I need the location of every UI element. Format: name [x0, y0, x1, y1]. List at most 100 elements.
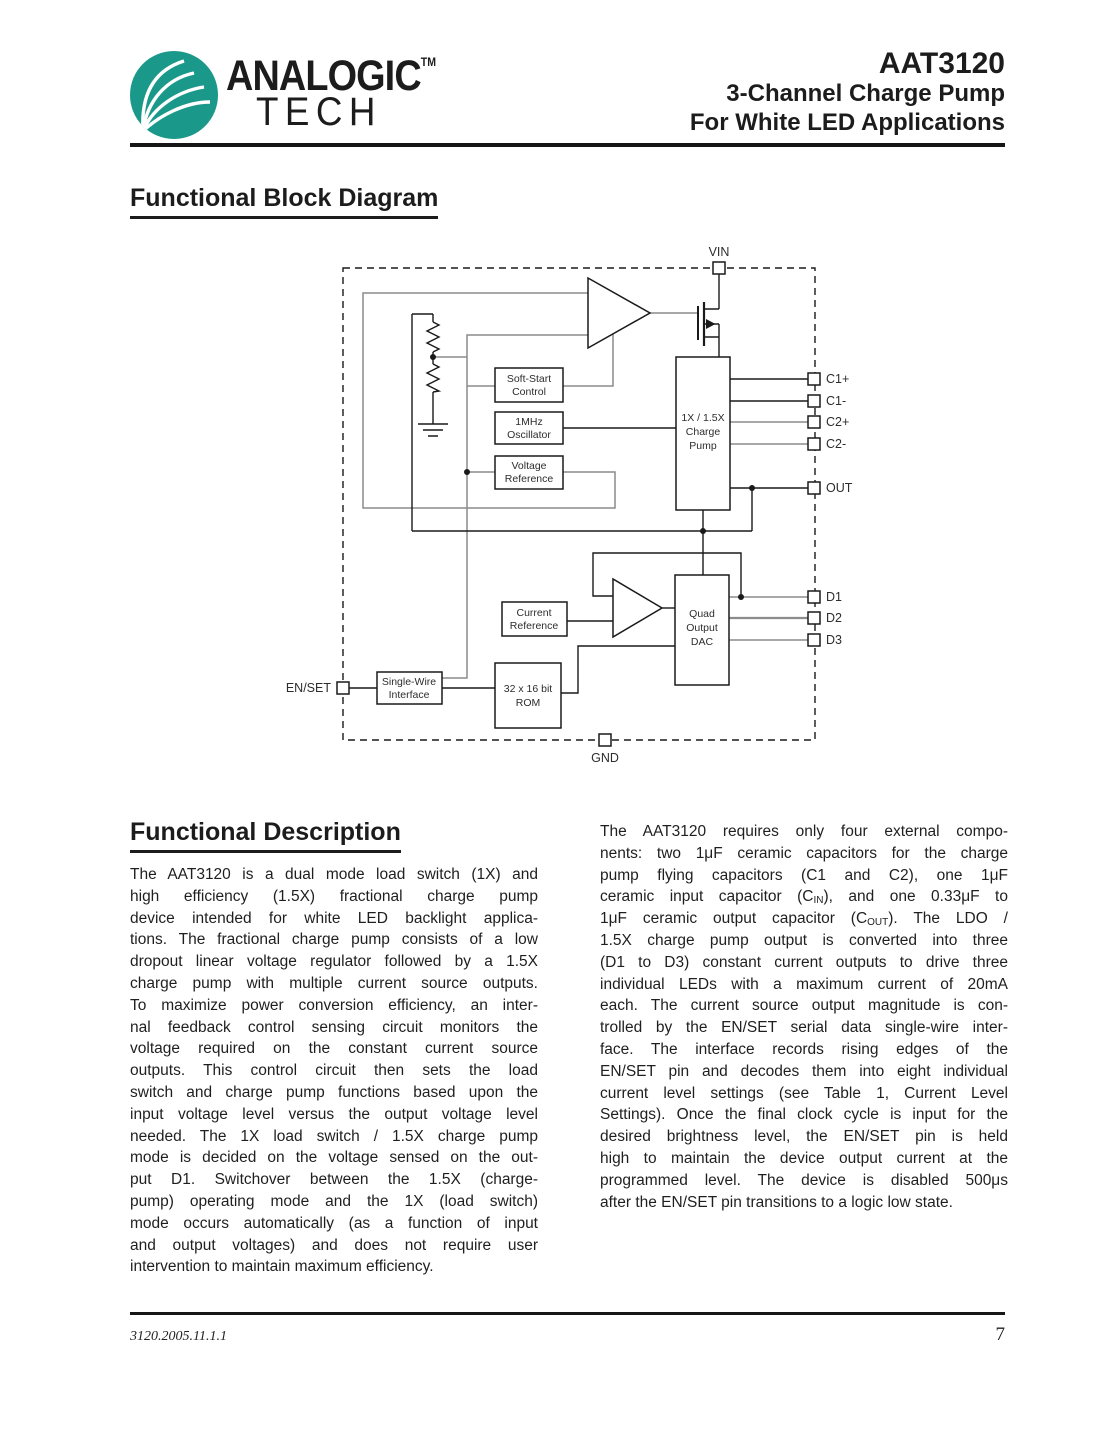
label-curref-1: Current — [516, 607, 551, 619]
text-line: To maximize power conversion efficiency,… — [130, 996, 538, 1014]
text-line: The AAT3120 is a dual mode load switch (… — [130, 866, 538, 883]
block-diagram-heading: Functional Block Diagram — [130, 184, 439, 219]
pin-d1-terminal — [807, 590, 821, 604]
text-line: trolled by the EN/SET serial data single… — [600, 1019, 1008, 1037]
label-soft-start-2: Control — [512, 386, 546, 398]
text-line: outputs. This control circuit then sets … — [130, 1062, 538, 1080]
text-line: high efficiency (1.5X) fractional charge… — [130, 887, 538, 905]
pin-out-terminal — [807, 481, 821, 495]
block-rom — [494, 662, 562, 729]
mosfet-arrow-icon — [706, 319, 716, 329]
pin-labels: VIN GND EN/SET C1+ C1- C2+ C2- OUT D1 D2… — [286, 245, 853, 765]
text-line: voltage required on the constant current… — [130, 1040, 538, 1058]
junction-divider — [430, 354, 436, 360]
label-charge-pump-1: 1X / 1.5X — [681, 412, 724, 424]
block-current-reference — [501, 601, 568, 637]
functional-block-diagram: Soft-Start Control 1MHz Oscillator Volta… — [286, 245, 853, 765]
text-line: face. The interface records rising edges… — [600, 1040, 1008, 1058]
label-pin-c2p: C2+ — [826, 415, 849, 429]
label-curref-2: Reference — [510, 620, 559, 632]
doc-subtitle-line1: 3-Channel Charge Pump — [726, 80, 1005, 107]
label-oscillator-2: Oscillator — [507, 429, 551, 441]
ground-symbol-icon — [418, 423, 448, 437]
wire-rom-to-dac — [561, 645, 675, 694]
logo-leaf-icon — [141, 59, 211, 133]
label-charge-pump-3: Pump — [689, 440, 717, 452]
label-pin-vin: VIN — [709, 245, 730, 259]
mosfet-terminals — [704, 274, 720, 357]
text-line: device intended for white LED backlight … — [130, 909, 538, 927]
wire-feedback-vertical — [442, 334, 588, 679]
block-charge-pump — [675, 356, 731, 511]
text-line: intervention to maintain maximum efficie… — [130, 1258, 434, 1276]
label-dac-2: Output — [686, 622, 718, 634]
text-line: programmed level. The device is disabled… — [600, 1171, 1008, 1189]
text-line: (D1 to D3) constant current outputs to d… — [600, 953, 1008, 971]
block-labels: Soft-Start Control 1MHz Oscillator Volta… — [382, 373, 725, 709]
label-pin-c1m: C1- — [826, 394, 846, 408]
junction-cp-dac — [700, 528, 706, 534]
label-vref-1: Voltage — [511, 460, 546, 472]
label-dac-1: Quad — [689, 608, 715, 620]
description-left-column: The AAT3120 is a dual mode load switch (… — [130, 864, 538, 1278]
text-line: EN/SET pin and decodes them into eight i… — [600, 1062, 1008, 1080]
text-line: 1.5X charge pump output is converted int… — [600, 931, 1008, 949]
label-pin-c1p: C1+ — [826, 372, 849, 386]
gray-wires — [362, 292, 808, 679]
wire-out-sense — [411, 313, 753, 532]
label-dac-3: DAC — [691, 636, 714, 648]
text-line: after the EN/SET pin transitions to a lo… — [600, 1193, 953, 1211]
pin-c2p-terminal — [807, 415, 821, 429]
trademark-symbol: TM — [420, 55, 437, 69]
text-line: input voltage level versus the output vo… — [130, 1105, 538, 1123]
title-block: AAT3120 3-Channel Charge Pump For White … — [690, 48, 1005, 137]
label-swi-2: Interface — [389, 689, 430, 701]
label-pin-enset: EN/SET — [286, 681, 332, 695]
analogictech-logo — [130, 51, 218, 139]
text-line: mode occurs automatically (as a function… — [130, 1214, 538, 1232]
junction-out — [749, 485, 755, 491]
pin-d3-terminal — [807, 633, 821, 647]
part-number: AAT3120 — [878, 47, 1005, 80]
pin-vin-terminal — [712, 261, 726, 275]
label-swi-1: Single-Wire — [382, 676, 436, 688]
black-wires — [349, 274, 808, 694]
text-line: high to maintain the device output curre… — [600, 1149, 1008, 1167]
wire-softstart-out — [562, 334, 614, 387]
page-number: 7 — [995, 1324, 1006, 1345]
text-line: pump) operating mode and the 1X (load sw… — [130, 1192, 538, 1210]
block-quad-dac — [674, 574, 730, 686]
junction-d1 — [738, 594, 744, 600]
text-line: put D1. Switchover between the 1.5X (cha… — [130, 1171, 538, 1189]
text-line: current level settings (see Table 1, Cur… — [600, 1084, 1008, 1102]
block-soft-start — [494, 367, 564, 403]
doc-subtitle-line2: For White LED Applications — [689, 109, 1005, 136]
block-voltage-reference — [494, 455, 564, 490]
text-line: dropout linear voltage regulator followe… — [130, 953, 538, 971]
current-amplifier-icon — [612, 577, 664, 639]
label-vref-2: Reference — [505, 473, 554, 485]
label-pin-d3: D3 — [826, 633, 842, 647]
text-line: nal feedback control sensing circuit mon… — [130, 1018, 538, 1036]
pin-d2-terminal — [807, 611, 821, 625]
error-amplifier-icon — [587, 276, 652, 350]
footer-rule — [130, 1312, 1005, 1315]
label-pin-gnd: GND — [591, 751, 619, 765]
text-line: mode is decided on the voltage sensed on… — [130, 1149, 538, 1167]
pin-c1p-terminal — [807, 372, 821, 386]
pin-gnd-terminal — [598, 733, 612, 747]
function-blocks — [376, 356, 731, 729]
label-soft-start-1: Soft-Start — [507, 373, 551, 385]
pin-c2m-terminal — [807, 437, 821, 451]
label-charge-pump-2: Charge — [686, 426, 721, 438]
text-line: 1μF ceramic output capacitor (COUT). The… — [600, 910, 1008, 929]
pin-c1m-terminal — [807, 394, 821, 408]
text-line: charge pump with multiple current source… — [130, 974, 538, 992]
pin-enset-terminal — [336, 681, 350, 695]
text-line: switch and charge pump functions based u… — [130, 1083, 538, 1101]
label-pin-out: OUT — [826, 481, 853, 495]
junction-vref — [464, 469, 470, 475]
resistor-top — [425, 321, 441, 353]
text-line: tions. The fractional charge pump consis… — [130, 931, 538, 949]
